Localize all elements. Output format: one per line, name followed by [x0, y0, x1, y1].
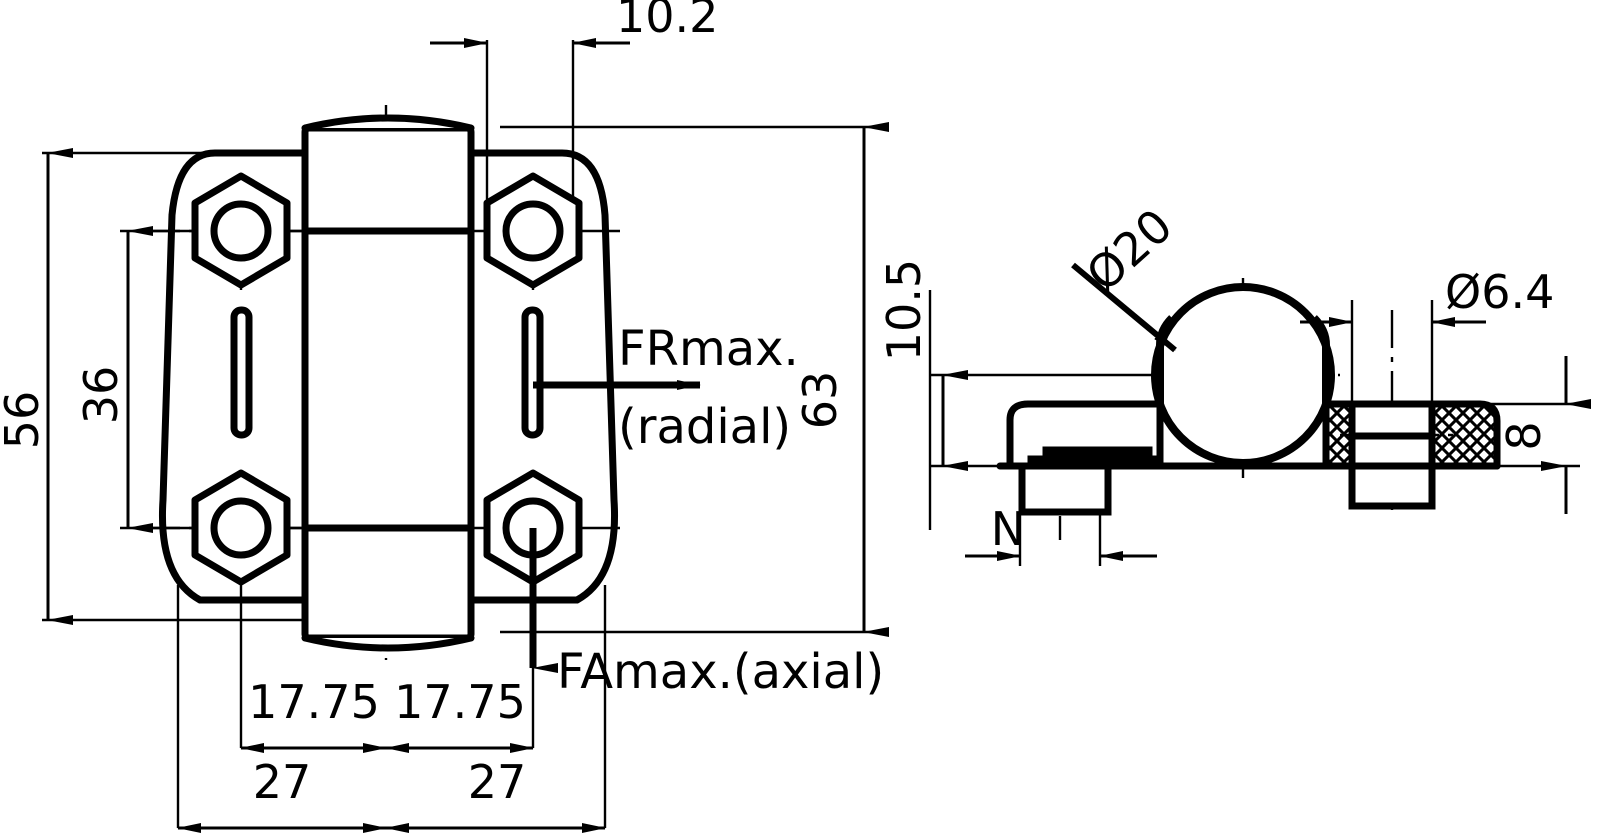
- side-view-group: 10.5 Ø20 Ø6.4 8 N: [877, 198, 1591, 566]
- dim-36: 36: [74, 226, 153, 533]
- dim-63: 63: [793, 122, 889, 637]
- slot-tab-body: [1018, 462, 1112, 516]
- dim-N: N: [965, 502, 1157, 561]
- bracket-left-wing-outline: [158, 149, 309, 604]
- central-hub: [301, 114, 475, 652]
- bracket-right-wing-outline: [466, 149, 619, 604]
- force-radial-label: FRmax.: [618, 321, 799, 377]
- bolt-circle-ur: [502, 200, 564, 262]
- side-left-foot: [1006, 400, 1164, 470]
- hub-bottom-cap: [301, 634, 475, 652]
- dim-8: 8: [1497, 356, 1591, 514]
- force-axial-label: FAmax.(axial): [557, 644, 884, 700]
- dim-label-10-5: 10.5: [877, 259, 931, 361]
- bolt-circle-ll: [210, 497, 272, 559]
- front-view-group: 10.2 56 36 63 17.75 17.75 27: [0, 0, 889, 833]
- dim-label-63: 63: [793, 371, 847, 430]
- boss-bore-upper: [1348, 400, 1436, 440]
- dim-56: 56: [0, 148, 73, 625]
- dim-label-10-2: 10.2: [616, 0, 718, 43]
- dim-10-5: 10.5: [877, 259, 968, 471]
- hub-body: [301, 124, 475, 642]
- slot-left: [230, 306, 253, 439]
- dim-label-N: N: [991, 502, 1025, 556]
- boss-stud-below: [1348, 462, 1436, 510]
- dim-10-2: 10.2: [430, 0, 718, 48]
- dim-label-diameter-6-4: Ø6.4: [1445, 265, 1554, 319]
- boss-bore-lower: [1348, 432, 1436, 470]
- bracket-body: [158, 149, 619, 604]
- wing-slots: [230, 306, 544, 439]
- shaft-circle: [1151, 283, 1335, 467]
- dim-label-56: 56: [0, 391, 49, 450]
- shaft-circle-group: [1151, 283, 1335, 467]
- hex-bolt-upper-left: [191, 172, 291, 289]
- dim-label-diameter-20: Ø20: [1076, 198, 1183, 302]
- dim-label-27-left: 27: [253, 755, 312, 809]
- hub-step-lines: [305, 227, 471, 532]
- hex-bolts: [191, 172, 583, 586]
- force-radial-qualifier: (radial): [618, 399, 791, 455]
- side-right-boss: [1322, 400, 1501, 510]
- force-annotations: FRmax. (radial) FAmax.(axial): [529, 321, 884, 700]
- dim-27-row: 27 27: [177, 755, 606, 833]
- dim-label-36: 36: [74, 366, 128, 425]
- dim-label-8: 8: [1497, 421, 1551, 450]
- dim-label-27-right: 27: [468, 755, 527, 809]
- slot-right: [521, 306, 544, 439]
- hex-bolt-lower-left: [191, 469, 291, 586]
- dim-17-75-row: 17.75 17.75: [240, 675, 534, 753]
- hex-bolt-upper-right: [483, 172, 583, 289]
- dia-20-leader-line: [1071, 262, 1177, 353]
- hub-top-cap: [301, 114, 475, 132]
- side-left-slot-tab: [1018, 462, 1112, 516]
- bolt-circle-ul: [210, 200, 272, 262]
- dim-label-17-75-right: 17.75: [394, 675, 526, 729]
- dim-diameter-6-4: Ø6.4: [1300, 265, 1554, 327]
- dim-label-17-75-left: 17.75: [248, 675, 380, 729]
